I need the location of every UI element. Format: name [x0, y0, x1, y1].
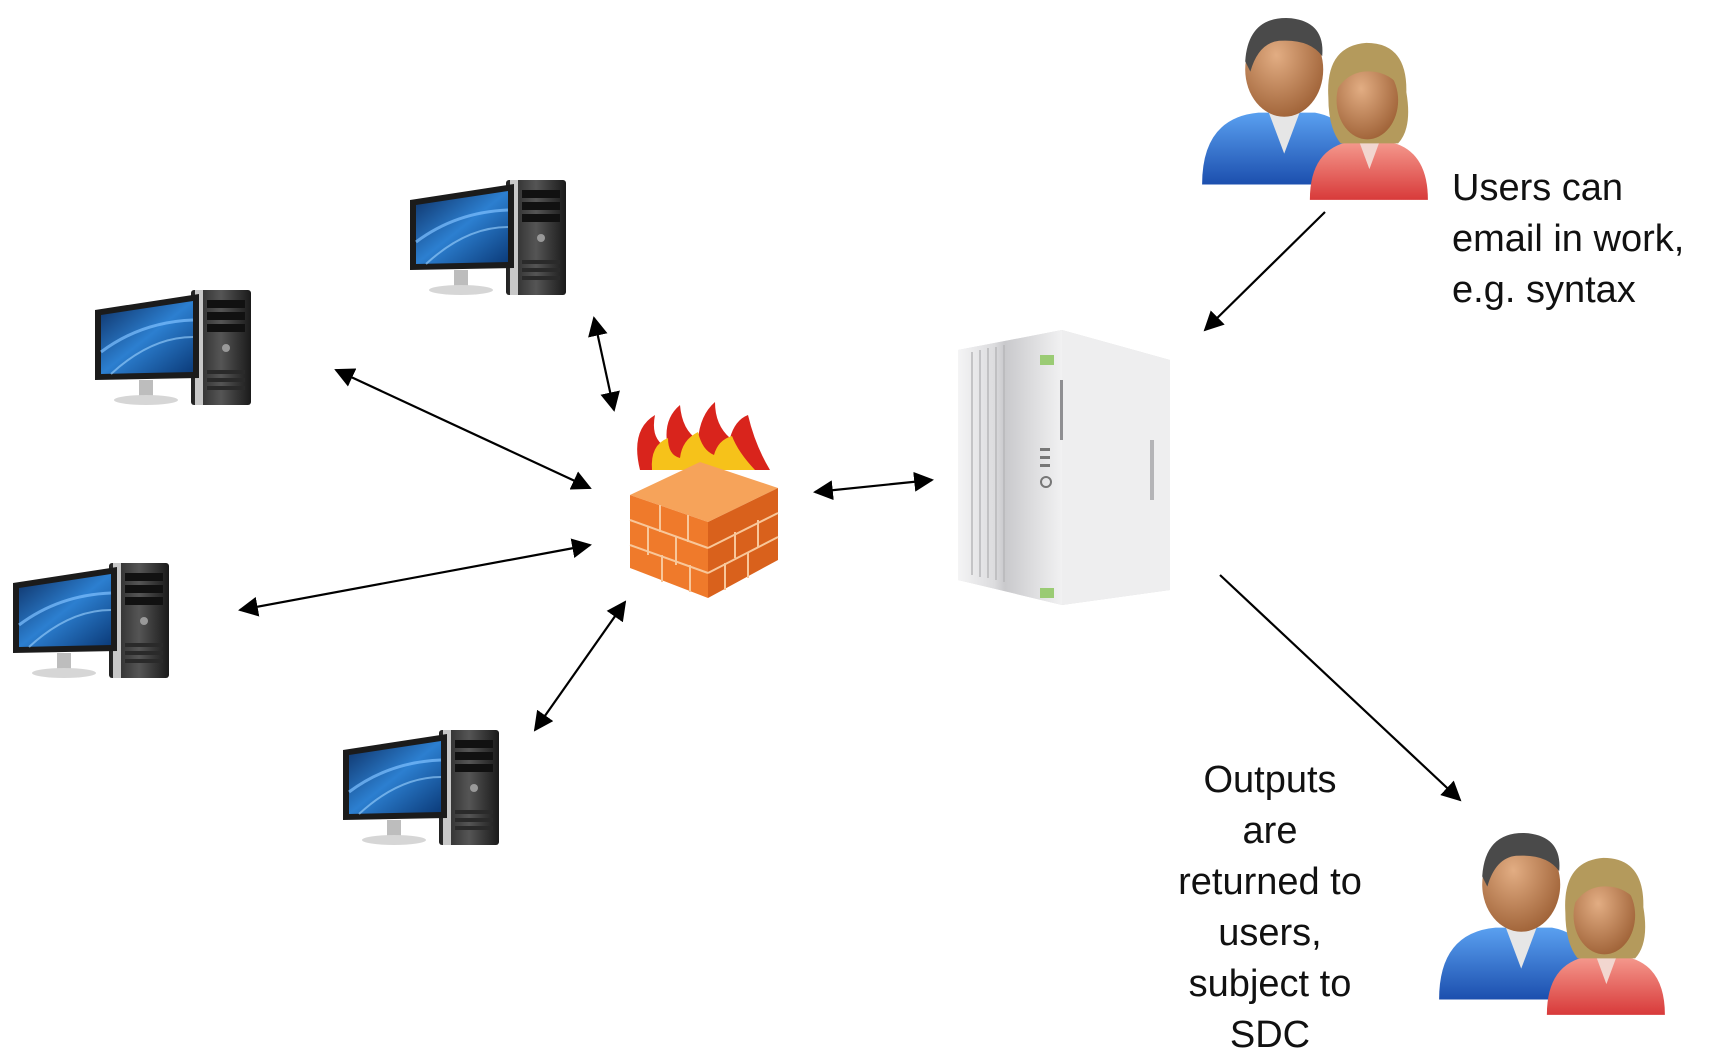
firewall-icon — [629, 402, 779, 598]
arrow-server-to-users — [1219, 574, 1462, 802]
arrow-firewall-server — [813, 471, 934, 501]
workstation-bottom — [341, 728, 501, 847]
server-tower-icon — [958, 330, 1170, 605]
workstation-upper-left — [93, 288, 253, 407]
users-top-icon — [1202, 18, 1428, 200]
arrow-top-pc-firewall — [588, 316, 620, 412]
users-email-caption: Users can email in work, e.g. syntax — [1452, 167, 1685, 311]
arrow-bottom-pc-firewall — [533, 600, 627, 732]
arrow-upper-left-pc-firewall — [334, 368, 592, 490]
users-bottom-icon — [1439, 833, 1665, 1015]
workstation-top — [408, 178, 568, 297]
workstation-lower-left — [11, 561, 171, 680]
arrow-lower-left-pc-firewall — [238, 538, 592, 617]
outputs-returned-caption: Outputs are returned to users, subject t… — [1178, 759, 1362, 1056]
arrow-users-to-server — [1203, 211, 1326, 332]
